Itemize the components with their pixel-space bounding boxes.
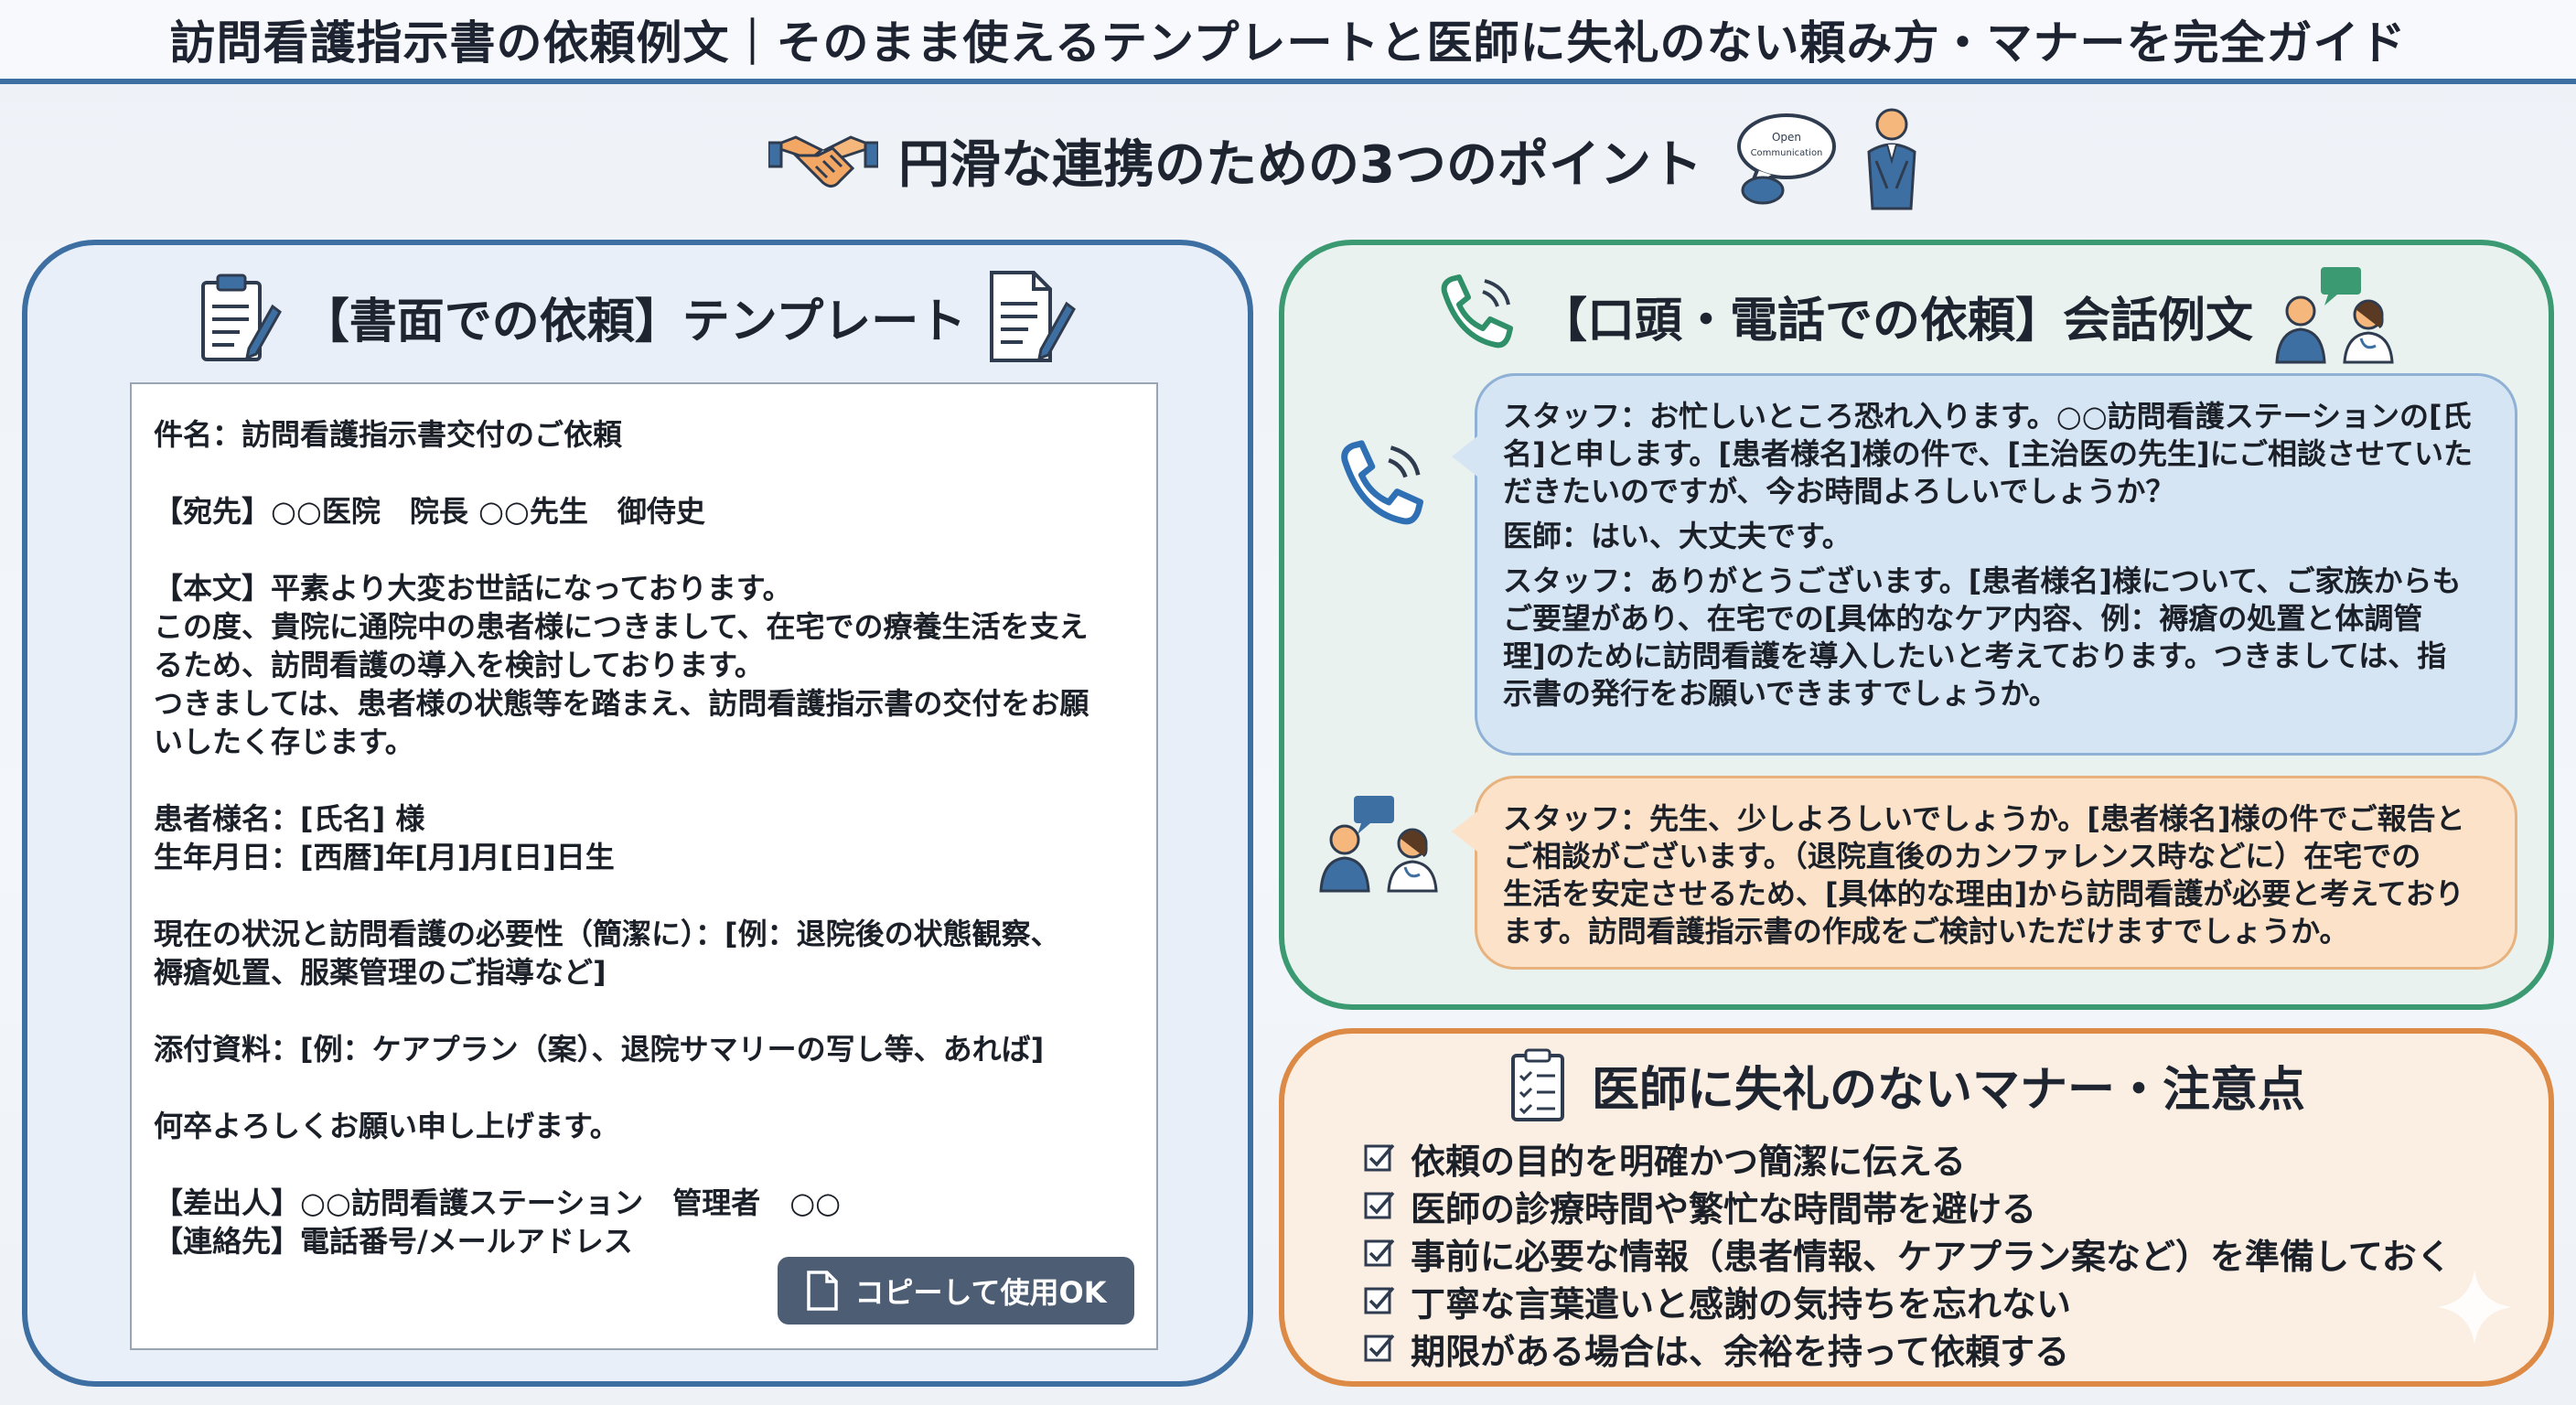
template-gap <box>154 876 1136 915</box>
manner-item-text: 依頼の目的を明確かつ簡潔に伝える <box>1411 1141 1966 1182</box>
template-line: 添付資料：[例：ケアプラン（案）、退院サマリーの写し等、あれば] <box>154 1032 1045 1067</box>
manners-card: 医師に失礼のないマナー・注意点 依頼の目的を明確かつ簡潔に伝える 医師の診療時間… <box>1279 1028 2554 1387</box>
template-line: いしたく存じます。 <box>154 724 414 759</box>
template-line: つきましては、患者様の状態等を踏まえ、訪問看護指示書の交付をお願 <box>154 686 1089 721</box>
written-template-title: 【書面での依頼】テンプレート <box>301 294 967 349</box>
dialog-line: 示書の発行をお願いできますでしょうか。 <box>1503 676 2058 711</box>
written-template-card: 【書面での依頼】テンプレート 件名：訪問看護指示書交付のご依頼 【宛先】○○医院… <box>22 240 1253 1387</box>
bubble-text-communication: Communication <box>1751 148 1823 158</box>
top-bar: 訪問看護指示書の依頼例文｜そのまま使えるテンプレートと医師に失礼のない頼み方・マ… <box>0 0 2576 84</box>
in-person-dialog-bubble: スタッフ：先生、少しよろしいでしょうか。[患者様名]様の件でご報告と ご相談がご… <box>1452 776 2517 970</box>
dialog-line: 理]のために訪問看護を導入したいと考えております。つきましては、指 <box>1503 638 2447 673</box>
copy-icon <box>805 1269 842 1313</box>
template-line: 【宛先】○○医院 院長 ○○先生 御侍史 <box>154 494 705 529</box>
template-document: 件名：訪問看護指示書交付のご依頼 【宛先】○○医院 院長 ○○先生 御侍史 【本… <box>130 382 1158 1350</box>
section-subtitle: 円滑な連携のための3つのポイント Open Communication <box>768 101 1924 220</box>
template-gap <box>154 992 1136 1030</box>
person-bowing-icon <box>1860 106 1924 214</box>
manner-item-text: 期限がある場合は、余裕を持って依頼する <box>1411 1331 2070 1372</box>
manners-header: 医師に失礼のないマナー・注意点 <box>1284 1046 2549 1123</box>
dialog-line: だきたいのですが、今お時間よろしいでしょうか？ <box>1503 474 2175 509</box>
manner-item-text: 事前に必要な情報（患者情報、ケアプラン案など）を準備しておく <box>1411 1236 2452 1277</box>
manners-title: 医師に失礼のないマナー・注意点 <box>1591 1062 2305 1118</box>
phone-examples-title: 【口頭・電話での依頼】会話例文 <box>1539 293 2253 349</box>
staff-and-doctor-icon <box>2273 265 2401 366</box>
template-line: 【本文】平素より大変お世話になっております。 <box>154 571 792 606</box>
dialog-line: 名]と申します。[患者様名]様の件で、[主治医の先生]にご相談させていた <box>1503 436 2474 471</box>
template-gap <box>154 761 1136 799</box>
page-title: 訪問看護指示書の依頼例文｜そのまま使えるテンプレートと医師に失礼のない頼み方・マ… <box>169 16 2407 70</box>
staff-and-doctor-icon <box>1317 794 1445 898</box>
subtitle-text: 円滑な連携のための3つのポイント <box>898 134 1702 195</box>
clipboard-pen-icon <box>198 270 282 363</box>
manner-item: 事前に必要な情報（患者情報、ケアプラン案など）を準備しておく <box>1363 1229 2452 1277</box>
template-gap <box>154 1068 1136 1107</box>
checkbox-icon <box>1363 1284 1396 1317</box>
template-gap <box>154 1145 1136 1184</box>
bubble-text-open: Open <box>1772 131 1801 144</box>
dialog-line: スタッフ：先生、少しよろしいでしょうか。[患者様名]様の件でご報告と <box>1503 801 2465 836</box>
phone-icon <box>1432 272 1519 359</box>
template-line: 患者様名：[氏名] 様 <box>154 801 425 836</box>
bubble-tail <box>1452 436 1477 477</box>
bubble-tail <box>1452 811 1477 852</box>
manner-item-text: 医師の診療時間や繁忙な時間帯を避ける <box>1411 1188 2037 1229</box>
checkbox-icon <box>1363 1142 1396 1174</box>
template-line: 褥瘡処置、服薬管理のご指導など] <box>154 955 606 990</box>
dialog-line: ます。訪問看護指示書の作成をご検討いただけますでしょうか。 <box>1503 914 2349 949</box>
manner-item-text: 丁寧な言葉遣いと感謝の気持ちを忘れない <box>1411 1283 2072 1325</box>
dialog-line: 生活を安定させるため、[具体的な理由]から訪問看護が必要と考えており <box>1503 876 2464 911</box>
template-line: 何卒よろしくお願い申し上げます。 <box>154 1109 619 1143</box>
phone-examples-card: 【口頭・電話での依頼】会話例文 スタッフ：お忙しいところ恐れ入ります。○○訪問看… <box>1279 240 2554 1010</box>
template-line: 【差出人】○○訪問看護ステーション 管理者 ○○ <box>154 1185 842 1220</box>
template-line: るため、訪問看護の導入を検討しております。 <box>154 648 764 682</box>
template-line: この度、貴院に通院中の患者様につきまして、在宅での療養生活を支え <box>154 609 1089 644</box>
speech-bubbles-icon: Open Communication <box>1735 110 1843 210</box>
sparkle-icon <box>2433 1266 2516 1352</box>
manner-item: 丁寧な言葉遣いと感謝の気持ちを忘れない <box>1363 1277 2452 1325</box>
manner-item: 期限がある場合は、余裕を持って依頼する <box>1363 1325 2452 1372</box>
manner-item: 医師の診療時間や繁忙な時間帯を避ける <box>1363 1182 2452 1229</box>
written-template-header: 【書面での依頼】テンプレート <box>27 269 1248 364</box>
copy-button-label: コピーして使用OK <box>854 1275 1107 1310</box>
template-line: 現在の状況と訪問看護の必要性（簡潔に）：[例：退院後の状態観察、 <box>154 917 1060 951</box>
dialog-line: ご相談がございます。（退院直後のカンファレンス時などに）在宅での <box>1503 839 2421 874</box>
template-line: 【連絡先】電話番号/メールアドレス <box>154 1224 633 1259</box>
phone-icon <box>1330 437 1431 542</box>
phone-dialog-bubble: スタッフ：お忙しいところ恐れ入ります。○○訪問看護ステーションの[氏 名]と申し… <box>1452 373 2517 756</box>
manners-list: 依頼の目的を明確かつ簡潔に伝える 医師の診療時間や繁忙な時間帯を避ける 事前に必… <box>1363 1134 2452 1372</box>
dialog-line: スタッフ：お忙しいところ恐れ入ります。○○訪問看護ステーションの[氏 <box>1503 399 2472 434</box>
dialog-line: 医師：はい、大丈夫です。 <box>1503 519 1852 553</box>
copy-button[interactable]: コピーして使用OK <box>778 1257 1134 1325</box>
template-line: 件名：訪問看護指示書交付のご依頼 <box>154 417 623 452</box>
checkbox-icon <box>1363 1332 1396 1365</box>
document-pen-icon <box>986 269 1078 364</box>
template-gap <box>154 531 1136 569</box>
manner-item: 依頼の目的を明確かつ簡潔に伝える <box>1363 1134 2452 1182</box>
checkbox-icon <box>1363 1189 1396 1222</box>
template-line: 生年月日：[西暦]年[月]月[日]日生 <box>154 840 615 874</box>
dialog-line: ご要望があり、在宅での[具体的なケア内容、例：褥瘡の処置と体調管 <box>1503 601 2423 636</box>
checkbox-icon <box>1363 1237 1396 1270</box>
handshake-icon <box>768 119 878 201</box>
checklist-icon <box>1508 1046 1572 1123</box>
template-gap <box>154 454 1136 492</box>
phone-examples-header: 【口頭・電話での依頼】会話例文 <box>1284 265 2549 366</box>
dialog-line: スタッフ：ありがとうございます。[患者様名]様について、ご家族からも <box>1503 563 2462 598</box>
